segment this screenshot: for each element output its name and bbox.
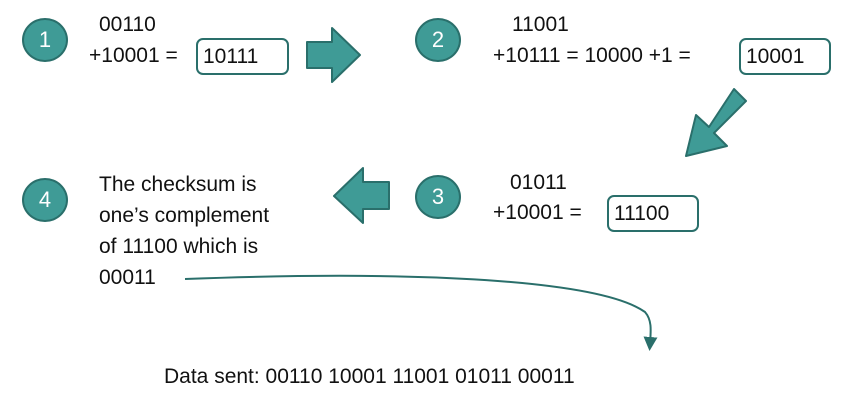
step-4-line-1: The checksum is: [99, 173, 257, 196]
step-2-badge: 2: [415, 18, 461, 62]
step-4-number: 4: [38, 187, 52, 212]
step-2-result-box: 10001: [739, 38, 831, 75]
arrow-down-left-icon: [685, 88, 747, 157]
step-2-operand-top: 11001: [512, 13, 569, 36]
step-4-explanation: The checksum is one’s complement of 1110…: [99, 169, 269, 293]
step-3-badge: 3: [415, 175, 461, 219]
step-2-result: 10001: [746, 44, 805, 68]
step-1-result: 10111: [203, 44, 259, 68]
step-4-line-2: one’s complement: [99, 204, 270, 227]
step-3-number: 3: [431, 184, 445, 209]
step-3-operand-top: 01011: [510, 171, 567, 194]
arrow-right-icon: [306, 27, 361, 83]
step-1-badge: 1: [22, 18, 68, 62]
step-4-line-4: 00011: [99, 266, 156, 289]
arrow-left-icon: [333, 167, 390, 224]
step-3-operand-bottom: +10001 =: [493, 201, 582, 224]
step-1-number: 1: [38, 27, 52, 52]
step-4-badge: 4: [22, 178, 68, 222]
curved-arrow-icon: [184, 274, 658, 351]
step-3-result-box: 11100: [607, 195, 699, 232]
step-1-operand-top: 00110: [99, 13, 156, 36]
step-2-number: 2: [431, 27, 445, 52]
data-sent-label: Data sent: 00110 10001 11001 01011 00011: [164, 365, 575, 388]
step-4-line-3: of 11100 which is: [99, 235, 259, 258]
step-1-result-box: 10111: [196, 38, 289, 75]
step-1-operand-bottom: +10001 =: [89, 44, 178, 67]
step-3-result: 11100: [614, 201, 670, 225]
step-2-operand-bottom: +10111 = 10000 +1 =: [493, 44, 691, 67]
